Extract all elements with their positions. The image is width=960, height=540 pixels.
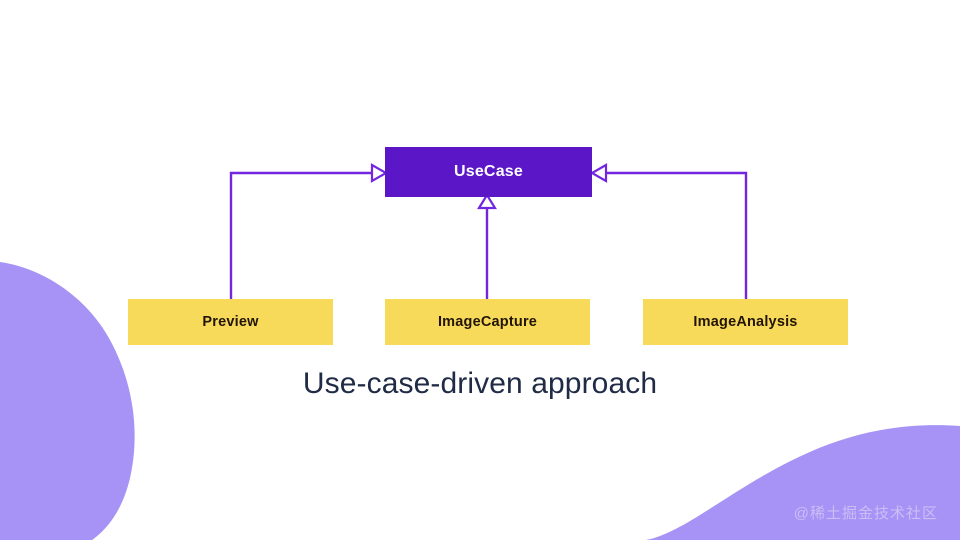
connector-imageanalysis-to-usecase (606, 171, 748, 299)
node-usecase[interactable]: UseCase (385, 147, 592, 197)
connector-preview-to-usecase (229, 171, 372, 299)
node-preview[interactable]: Preview (128, 299, 333, 345)
node-imagecapture[interactable]: ImageCapture (385, 299, 590, 345)
arrowhead-preview-icon (370, 163, 389, 183)
diagram-caption: Use-case-driven approach (302, 367, 658, 400)
node-imageanalysis[interactable]: ImageAnalysis (643, 299, 848, 345)
watermark-label: @稀土掘金技术社区 (793, 505, 938, 522)
arrowhead-imageanalysis-icon (589, 163, 608, 183)
arrowhead-imagecapture-icon (477, 192, 497, 210)
